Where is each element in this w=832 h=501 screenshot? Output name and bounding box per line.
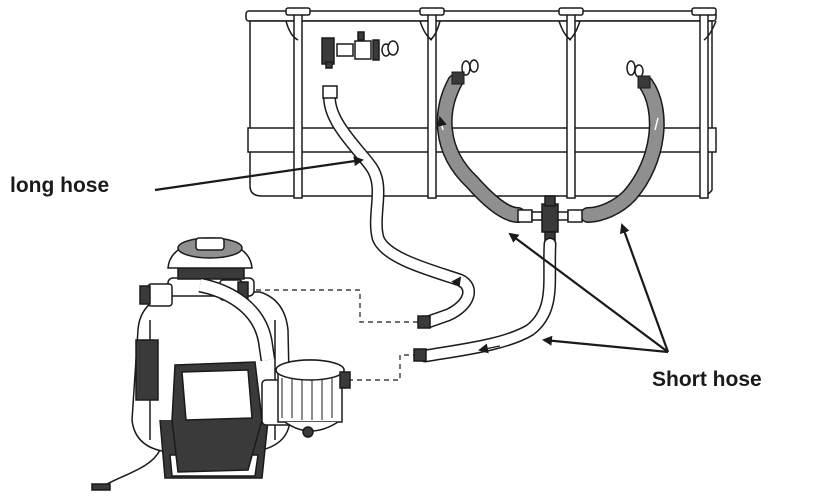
long-hose-pointer bbox=[154, 156, 364, 192]
sand-filter-pump bbox=[91, 237, 351, 491]
long-hose-path bbox=[322, 85, 476, 329]
t-connector bbox=[517, 195, 583, 245]
short-hose-path bbox=[413, 237, 557, 363]
short-hose-pointer-right bbox=[620, 223, 670, 353]
long-hose-label: long hose bbox=[10, 174, 110, 197]
short-hose-pointer-left bbox=[508, 232, 669, 353]
short-hose-pointer-bottom bbox=[542, 335, 669, 354]
connection-guides bbox=[238, 289, 418, 381]
pointer-arrows bbox=[154, 156, 670, 354]
strainer-fittings bbox=[321, 31, 644, 78]
gray-hoses bbox=[436, 71, 665, 223]
short-hose-label: Short hose bbox=[652, 368, 762, 391]
